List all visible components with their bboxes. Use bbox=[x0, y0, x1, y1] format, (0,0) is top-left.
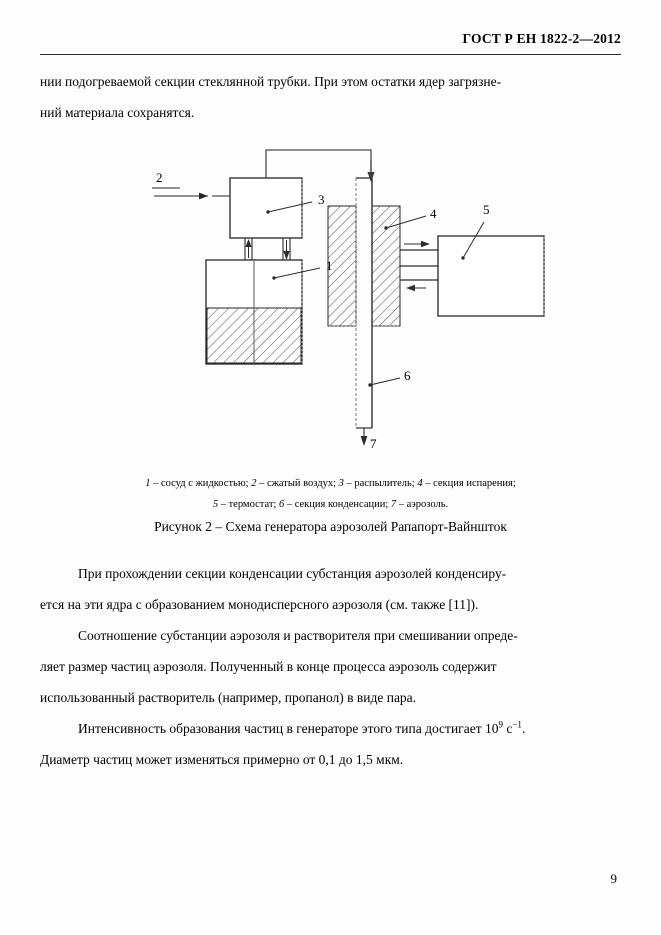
paragraph-condensation: При прохождении секции конденсации субст… bbox=[40, 558, 621, 620]
diagram-svg bbox=[152, 149, 545, 446]
paragraph-intensity: Интенсивность образования частиц в генер… bbox=[40, 713, 621, 775]
figure-title: Рисунок 2 – Схема генератора аэрозолей Р… bbox=[154, 519, 507, 534]
legend-item-number: 7 bbox=[390, 499, 397, 510]
paragraph-line-with-exponents: Интенсивность образования частиц в генер… bbox=[40, 713, 621, 744]
intensity-text-pre: Интенсивность образования частиц в генер… bbox=[78, 721, 499, 736]
legend-item-text: секция испарения; bbox=[433, 478, 516, 489]
paragraph-continuation: нии подогреваемой секции стеклянной труб… bbox=[40, 66, 621, 128]
paragraph-line: При прохождении секции конденсации субст… bbox=[78, 566, 507, 581]
evaporation-section-jacket bbox=[327, 205, 401, 327]
legend-item-text: термостат; bbox=[228, 499, 279, 510]
legend-item-text: распылитель; bbox=[354, 478, 418, 489]
legend-item-number: 6 bbox=[278, 499, 285, 510]
callout-label-1: 1 bbox=[326, 258, 333, 273]
paragraph-line: ется на эти ядра с образованием монодисп… bbox=[40, 597, 479, 612]
legend-item-text: секция конденсации; bbox=[294, 499, 391, 510]
figure-aerosol-generator-diagram: 2 3 1 4 5 6 7 bbox=[40, 140, 621, 470]
paragraph-line: нии подогреваемой секции стеклянной труб… bbox=[40, 74, 502, 89]
legend-item-dash: – bbox=[343, 478, 355, 489]
callout-label-4: 4 bbox=[430, 206, 437, 221]
page-header: ГОСТ Р ЕН 1822-2—2012 bbox=[40, 30, 621, 52]
legend-item-number: 4 bbox=[417, 478, 423, 489]
condensation-tube bbox=[355, 177, 373, 429]
legend-item-dash: – bbox=[396, 499, 407, 510]
paragraph-line: использованный растворитель (например, п… bbox=[40, 690, 417, 705]
page-number: 9 bbox=[610, 871, 618, 886]
thermostat-pipes bbox=[400, 240, 438, 292]
legend-item-dash: – bbox=[218, 499, 229, 510]
legend-item-number: 1 bbox=[145, 478, 151, 489]
legend-item-number: 5 bbox=[212, 499, 219, 510]
paragraph-line: Диаметр частиц может изменяться примерно… bbox=[40, 752, 404, 767]
paragraph-line: Соотношение субстанции аэрозоля и раство… bbox=[78, 628, 518, 643]
legend-item-dash: – bbox=[284, 499, 295, 510]
liquid-vessel bbox=[205, 259, 303, 365]
legend-item-dash: – bbox=[256, 478, 267, 489]
legend-item-dash: – bbox=[422, 478, 434, 489]
paragraph-ratio: Соотношение субстанции аэрозоля и раство… bbox=[40, 620, 621, 713]
exponent-nine: 9 bbox=[498, 719, 503, 730]
legend-item-text: сжатый воздух; bbox=[266, 478, 339, 489]
callout-label-7: 7 bbox=[370, 436, 377, 451]
callout-label-3: 3 bbox=[318, 192, 325, 207]
legend-item-number: 3 bbox=[338, 478, 344, 489]
callout-label-2: 2 bbox=[156, 170, 163, 185]
legend-item-dash: – bbox=[150, 478, 161, 489]
paragraph-line: ний материала сохранятся. bbox=[40, 105, 195, 120]
legend-item-text: сосуд с жидкостью; bbox=[160, 478, 252, 489]
top-connecting-pipe bbox=[265, 149, 375, 182]
intensity-text-post: . bbox=[521, 721, 526, 736]
header-divider bbox=[40, 54, 621, 55]
thermostat-box bbox=[437, 235, 545, 317]
callout-label-6: 6 bbox=[404, 368, 411, 383]
legend-item-text: аэрозоль. bbox=[406, 499, 449, 510]
exponent-minus-one: −1 bbox=[512, 719, 522, 730]
callout-leader-lines bbox=[266, 201, 485, 387]
atomizer-box bbox=[229, 177, 303, 239]
aerosol-outlet-arrow bbox=[360, 428, 368, 446]
callout-label-5: 5 bbox=[483, 202, 490, 217]
standard-designation: ГОСТ Р ЕН 1822-2—2012 bbox=[462, 31, 621, 46]
paragraph-line: ляет размер частиц аэрозоля. Полученный … bbox=[40, 659, 497, 674]
inlet-air-arrow bbox=[152, 187, 230, 200]
figure-legend-line-2: 5 – термостат; 6 – секция конденсации; 7… bbox=[55, 494, 606, 515]
intensity-unit: с bbox=[502, 721, 513, 736]
figure-legend-line-1: 1 – сосуд с жидкостью; 2 – сжатый воздух… bbox=[55, 473, 606, 494]
atomizer-to-vessel-tubes bbox=[244, 238, 291, 260]
legend-item-number: 2 bbox=[251, 478, 257, 489]
